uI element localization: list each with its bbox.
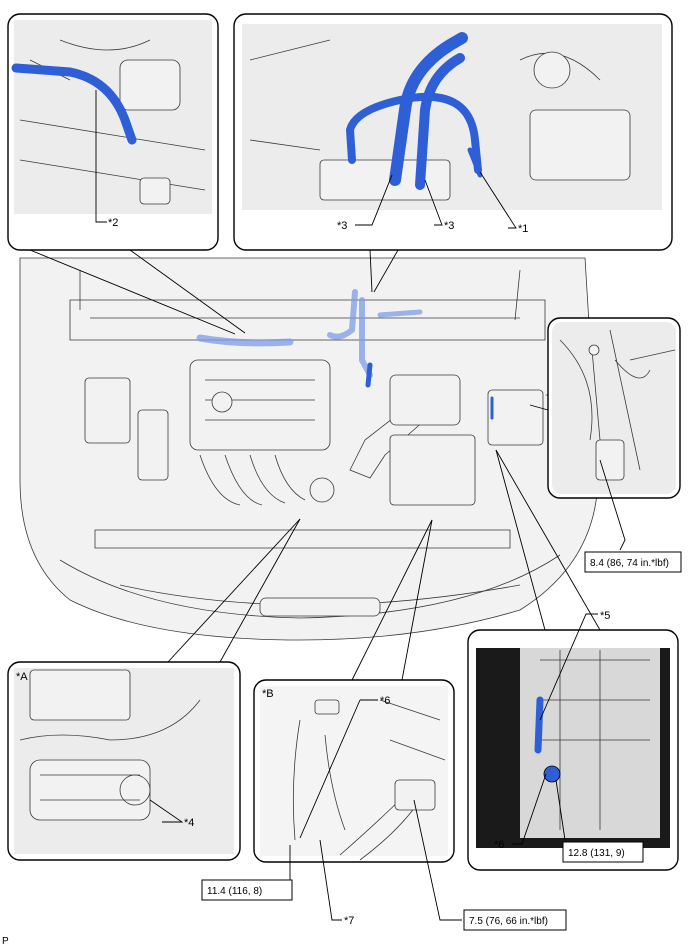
detail-view-hose-2-artwork (11, 20, 212, 214)
callout-7: *7 (344, 915, 354, 927)
torque-spec-12-8-text: 12.8 (131, 9) (568, 848, 625, 859)
torque-spec-8-4: 8.4 (86, 74 in.*lbf) (584, 551, 682, 573)
detail-view-hoses-1-3 (233, 13, 673, 251)
torque-spec-7-5-text: 7.5 (76, 66 in.*lbf) (469, 916, 548, 927)
callout-3-left: *3 (337, 220, 347, 232)
view-engine-room-fuse-box-artwork (476, 648, 670, 848)
leader-lines (29, 90, 626, 921)
view-engine-room-fuse-box (467, 629, 679, 871)
view-a-artwork (14, 668, 234, 854)
callout-4: *4 (184, 817, 194, 829)
view-b-label: *B (262, 688, 274, 700)
detail-view-ground-bolt (547, 317, 681, 499)
detail-view-ground-bolt-artwork (552, 322, 676, 494)
view-a (7, 661, 241, 861)
torque-spec-8-4-text: 8.4 (86, 74 in.*lbf) (590, 558, 669, 569)
callout-2: *2 (108, 217, 118, 229)
page-mark: P (2, 936, 9, 947)
detail-view-hose-2 (7, 13, 219, 251)
torque-spec-11-4: 11.4 (116, 8) (201, 879, 293, 901)
view-a-label: *A (16, 671, 28, 683)
torque-spec-11-4-text: 11.4 (116, 8) (207, 886, 262, 897)
view-b (253, 679, 455, 863)
callout-5: *5 (600, 610, 610, 622)
engine-bay-illustration (19, 257, 599, 641)
callout-6-view-b: *6 (380, 695, 390, 707)
torque-spec-12-8: 12.8 (131, 9) (562, 841, 644, 863)
view-b-artwork (260, 686, 448, 861)
callout-3-right: *3 (444, 220, 454, 232)
callout-6-fuse-box: *6 (494, 839, 504, 851)
callout-1: *1 (518, 223, 528, 235)
detail-view-hoses-1-3-artwork (242, 24, 662, 210)
torque-spec-7-5: 7.5 (76, 66 in.*lbf) (463, 909, 567, 931)
